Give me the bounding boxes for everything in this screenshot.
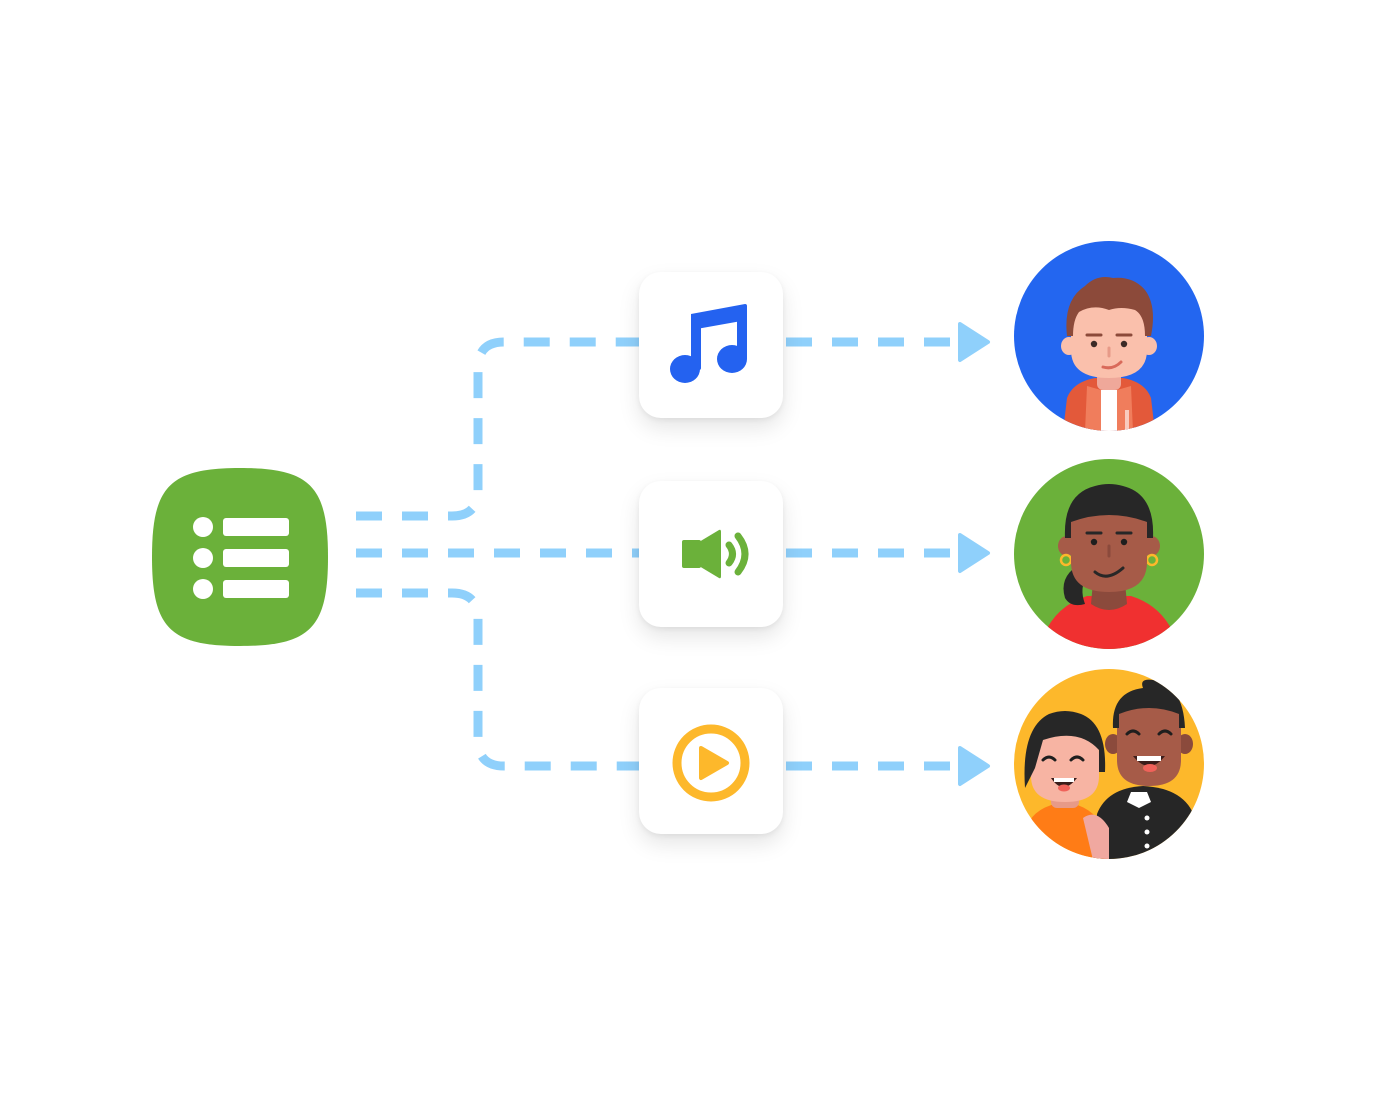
music-note-icon xyxy=(670,304,747,383)
couple-laughing-avatar xyxy=(1013,668,1205,860)
young-man-avatar xyxy=(1013,240,1205,432)
video-card xyxy=(639,688,783,834)
music-card xyxy=(639,272,783,418)
connector-source-to-video xyxy=(356,588,640,771)
speaker-volume-icon xyxy=(682,529,749,579)
connector-source-to-music xyxy=(356,337,640,521)
audio-card xyxy=(639,481,783,627)
arrowhead-music xyxy=(958,322,990,362)
list-icon xyxy=(152,468,328,646)
woman-with-earrings-avatar xyxy=(1013,458,1205,650)
arrowhead-video xyxy=(958,746,990,786)
play-circle-icon xyxy=(672,724,750,802)
arrowhead-audio xyxy=(958,533,990,573)
list-app-icon xyxy=(150,466,330,648)
